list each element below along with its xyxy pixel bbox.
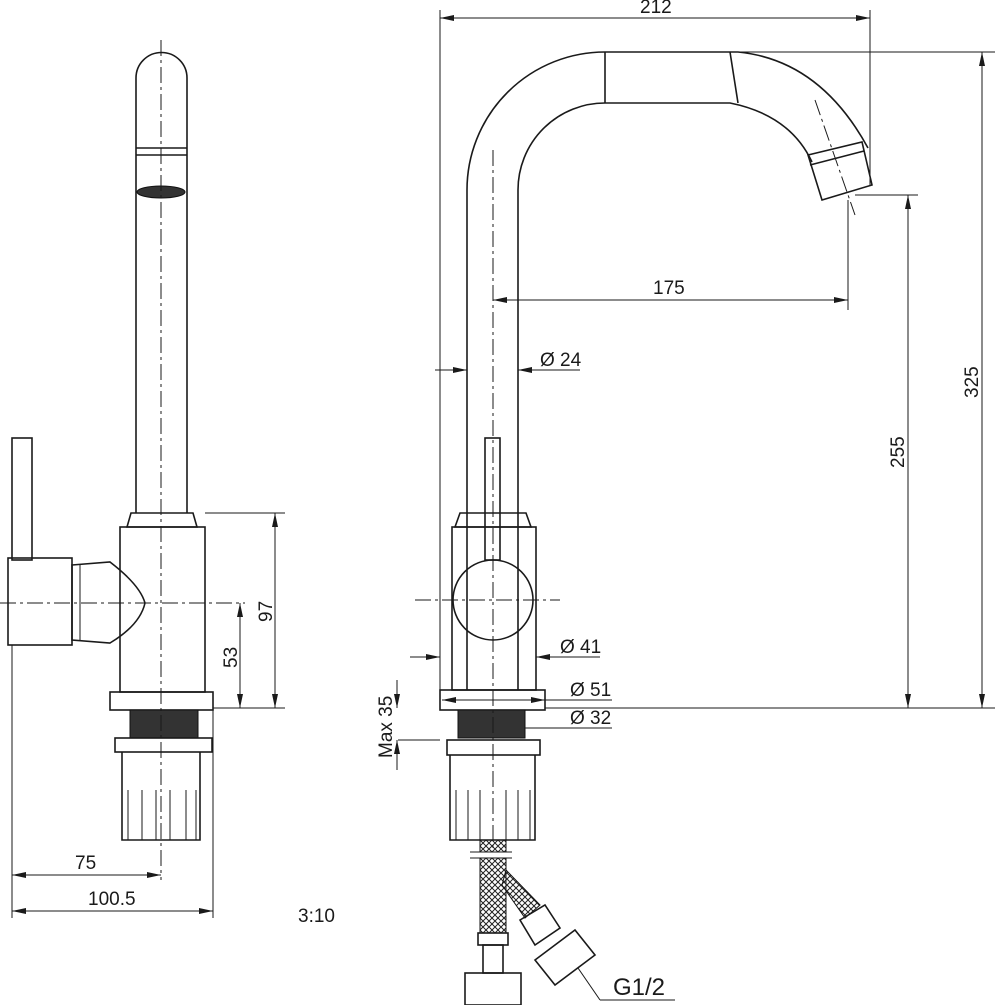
dim-75: 75	[75, 853, 96, 874]
dim-97: 97	[256, 601, 277, 622]
body	[119, 526, 206, 693]
spout-inner	[517, 102, 813, 690]
scale-label: 3:10	[298, 906, 335, 927]
thread	[129, 709, 199, 739]
thread-front	[457, 709, 526, 739]
dim-212: 212	[640, 0, 672, 18]
dim-dia-41: Ø 41	[560, 637, 601, 658]
aerator-front	[806, 141, 873, 201]
hose-right	[501, 869, 541, 919]
side-view: 97 53 75 100.5 3:10	[0, 40, 335, 927]
lower-body	[121, 752, 201, 841]
dim-dia-51: Ø 51	[570, 680, 611, 701]
dim-175: 175	[653, 278, 685, 299]
dim-325: 325	[962, 366, 983, 398]
dim-max-35: Max 35	[376, 696, 397, 758]
body-front	[451, 526, 537, 691]
dim-53: 53	[221, 647, 242, 668]
hex-nut-right	[533, 928, 597, 987]
front-view: 212 325 255 175 Ø 24 Ø 41 Ø 51 Ø 32 Max …	[376, 0, 995, 1005]
hex-nut-left	[464, 972, 522, 1005]
dim-255: 255	[888, 436, 909, 468]
dim-dia-24: Ø 24	[540, 350, 582, 371]
spout-outer	[466, 51, 869, 690]
handle-cap	[7, 557, 73, 646]
body-collar	[125, 512, 199, 528]
dim-100-5: 100.5	[88, 889, 136, 910]
thread-label: G1/2	[613, 974, 665, 1001]
hose-left	[479, 857, 507, 934]
dim-dia-32: Ø 32	[570, 708, 611, 729]
nut	[114, 737, 213, 753]
lever	[11, 437, 33, 561]
